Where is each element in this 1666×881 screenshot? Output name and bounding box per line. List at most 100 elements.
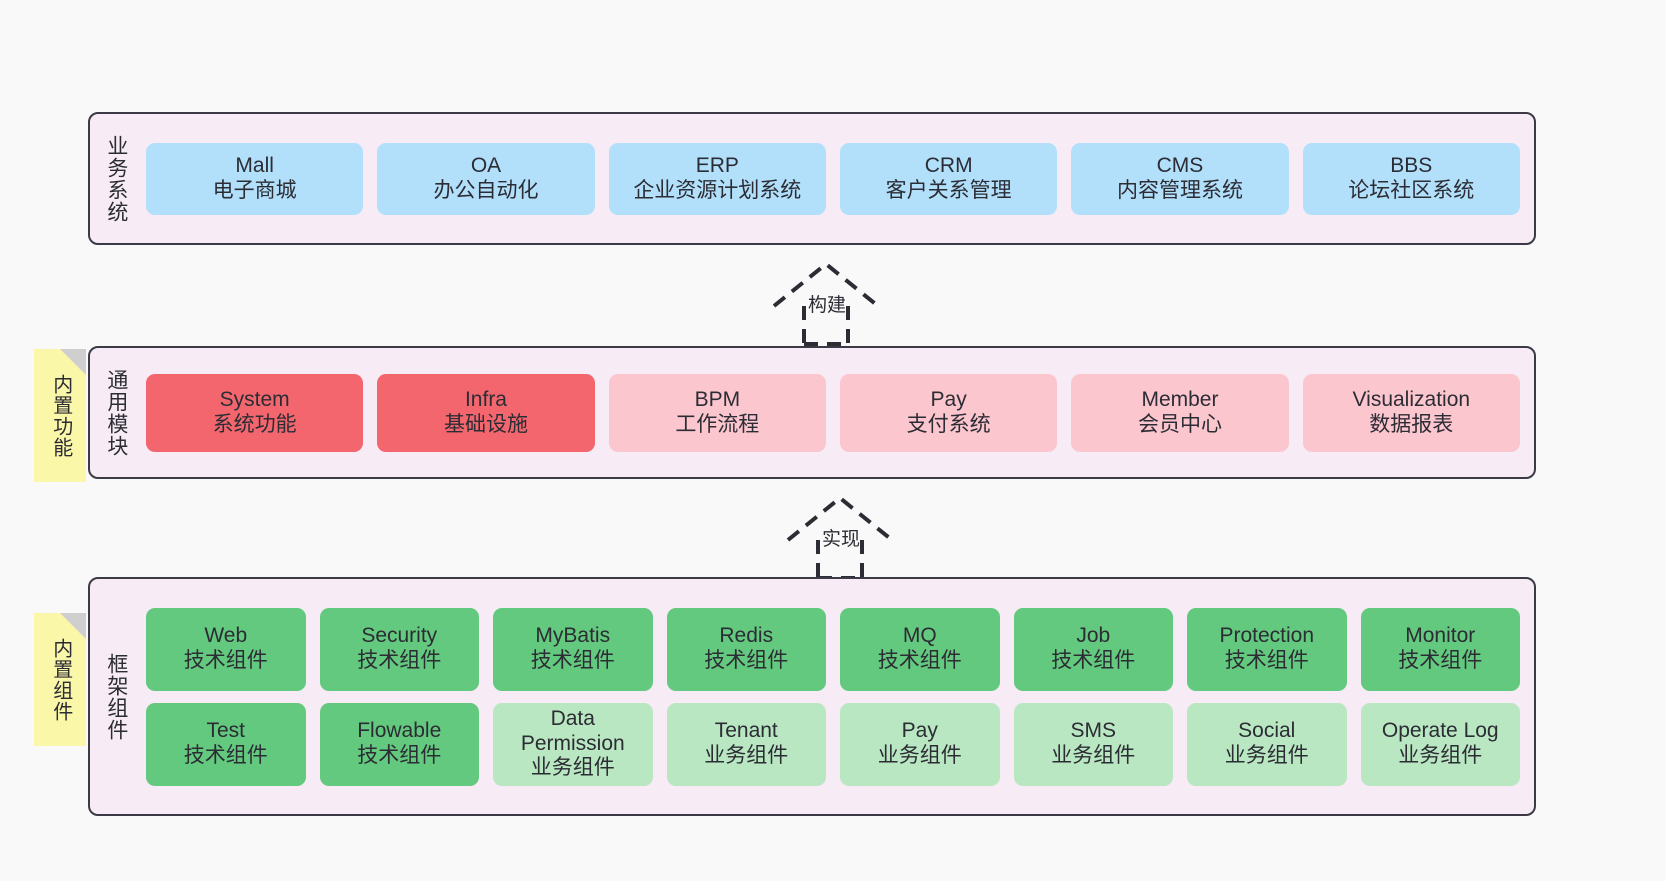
node-flowable[interactable]: Flowable 技术组件 bbox=[319, 702, 479, 786]
sticky-fold-icon bbox=[60, 613, 86, 639]
node-operate-log-desc: 业务组件 bbox=[1398, 744, 1483, 767]
node-web-desc: 技术组件 bbox=[183, 649, 268, 672]
node-member-desc: 会员中心 bbox=[1137, 412, 1222, 436]
node-monitor[interactable]: Monitor 技术组件 bbox=[1360, 607, 1520, 691]
business-system-row: Mall 电子商城 OA 办公自动化 ERP 企业资源计划系统 CRM 客户关系… bbox=[146, 142, 1520, 215]
node-pay-module[interactable]: Pay 支付系统 bbox=[839, 373, 1058, 452]
connector-implement: 实现 bbox=[770, 492, 930, 580]
node-pay-component[interactable]: Pay 业务组件 bbox=[840, 702, 1000, 786]
node-pay-component-name: Pay bbox=[901, 719, 938, 743]
node-pay-module-name: Pay bbox=[930, 387, 967, 411]
node-monitor-desc: 技术组件 bbox=[1398, 649, 1483, 672]
node-cms[interactable]: CMS 内容管理系统 bbox=[1071, 142, 1289, 215]
node-sms-desc: 业务组件 bbox=[1051, 744, 1136, 767]
node-pay-component-desc: 业务组件 bbox=[877, 744, 962, 767]
node-test-desc: 技术组件 bbox=[183, 744, 268, 767]
sticky-note-builtin-component-label: 内置组件 bbox=[49, 637, 72, 722]
node-bbs-name: BBS bbox=[1390, 153, 1433, 177]
node-oa-name: OA bbox=[470, 153, 502, 177]
node-oa[interactable]: OA 办公自动化 bbox=[377, 142, 595, 215]
layer-business-system-body: Mall 电子商城 OA 办公自动化 ERP 企业资源计划系统 CRM 客户关系… bbox=[142, 114, 1534, 243]
node-infra[interactable]: Infra 基础设施 bbox=[377, 373, 595, 452]
node-bpm-name: BPM bbox=[694, 387, 741, 411]
node-security[interactable]: Security 技术组件 bbox=[319, 607, 479, 691]
node-mq[interactable]: MQ 技术组件 bbox=[840, 607, 1000, 691]
node-sms[interactable]: SMS 业务组件 bbox=[1013, 702, 1173, 786]
node-data-permission[interactable]: Data Permission 业务组件 bbox=[493, 702, 653, 786]
node-security-desc: 技术组件 bbox=[357, 649, 442, 672]
framework-tech-row: Web 技术组件 Security 技术组件 MyBatis 技术组件 Redi… bbox=[146, 607, 1520, 691]
node-job-name: Job bbox=[1076, 624, 1111, 648]
node-visualization[interactable]: Visualization 数据报表 bbox=[1302, 373, 1520, 452]
node-mybatis-desc: 技术组件 bbox=[530, 649, 615, 672]
node-data-permission-desc: 业务组件 bbox=[530, 756, 615, 780]
node-social-name: Social bbox=[1238, 719, 1296, 743]
sticky-note-builtin-function: 内置功能 bbox=[34, 349, 86, 482]
sticky-fold-icon bbox=[60, 349, 86, 375]
node-protection[interactable]: Protection 技术组件 bbox=[1187, 607, 1347, 691]
connector-build: 构建 bbox=[756, 258, 916, 346]
node-social-desc: 业务组件 bbox=[1224, 744, 1309, 767]
node-test[interactable]: Test 技术组件 bbox=[146, 702, 306, 786]
node-monitor-name: Monitor bbox=[1405, 624, 1476, 648]
layer-framework-component-body: Web 技术组件 Security 技术组件 MyBatis 技术组件 Redi… bbox=[142, 579, 1534, 814]
node-bbs-desc: 论坛社区系统 bbox=[1348, 178, 1475, 202]
node-mall-desc: 电子商城 bbox=[212, 178, 297, 202]
node-job[interactable]: Job 技术组件 bbox=[1013, 607, 1173, 691]
node-security-name: Security bbox=[361, 624, 438, 648]
node-oa-desc: 办公自动化 bbox=[433, 178, 539, 202]
node-visualization-name: Visualization bbox=[1352, 387, 1471, 411]
node-sms-name: SMS bbox=[1070, 719, 1116, 743]
node-web-name: Web bbox=[204, 624, 248, 648]
node-erp-desc: 企业资源计划系统 bbox=[633, 178, 802, 202]
connector-implement-label: 实现 bbox=[822, 529, 861, 550]
layer-business-system-title: 业务系统 bbox=[104, 134, 128, 223]
framework-business-row: Test 技术组件 Flowable 技术组件 Data Permission … bbox=[146, 702, 1520, 786]
common-module-row: System 系统功能 Infra 基础设施 BPM 工作流程 Pay 支付系统… bbox=[146, 373, 1520, 452]
node-crm-desc: 客户关系管理 bbox=[885, 178, 1012, 202]
layer-business-system: 业务系统 Mall 电子商城 OA 办公自动化 ERP 企业资源计划系统 CRM bbox=[88, 112, 1536, 245]
node-mq-desc: 技术组件 bbox=[877, 649, 962, 672]
node-bpm-desc: 工作流程 bbox=[675, 412, 760, 436]
sticky-note-builtin-function-label: 内置功能 bbox=[49, 373, 72, 458]
node-test-name: Test bbox=[206, 719, 245, 743]
node-mall[interactable]: Mall 电子商城 bbox=[146, 142, 364, 215]
sticky-note-builtin-component: 内置组件 bbox=[34, 613, 86, 746]
node-mybatis[interactable]: MyBatis 技术组件 bbox=[493, 607, 653, 691]
layer-framework-component-title: 框架组件 bbox=[104, 652, 128, 741]
connector-build-label: 构建 bbox=[808, 295, 847, 316]
node-redis[interactable]: Redis 技术组件 bbox=[666, 607, 826, 691]
node-redis-name: Redis bbox=[719, 624, 774, 648]
node-crm[interactable]: CRM 客户关系管理 bbox=[839, 142, 1058, 215]
node-erp[interactable]: ERP 企业资源计划系统 bbox=[608, 142, 826, 215]
node-mall-name: Mall bbox=[235, 153, 274, 177]
layer-common-module: 通用模块 System 系统功能 Infra 基础设施 BPM 工作流程 Pay bbox=[88, 346, 1536, 479]
layer-common-module-title: 通用模块 bbox=[104, 368, 128, 457]
node-system[interactable]: System 系统功能 bbox=[146, 373, 364, 452]
node-tenant-name: Tenant bbox=[714, 719, 778, 743]
node-mybatis-name: MyBatis bbox=[535, 624, 611, 648]
node-system-name: System bbox=[219, 387, 290, 411]
node-tenant[interactable]: Tenant 业务组件 bbox=[666, 702, 826, 786]
node-member-name: Member bbox=[1141, 387, 1219, 411]
layer-common-module-body: System 系统功能 Infra 基础设施 BPM 工作流程 Pay 支付系统… bbox=[142, 348, 1534, 477]
node-infra-name: Infra bbox=[464, 387, 507, 411]
node-social[interactable]: Social 业务组件 bbox=[1187, 702, 1347, 786]
node-redis-desc: 技术组件 bbox=[704, 649, 789, 672]
node-cms-desc: 内容管理系统 bbox=[1116, 178, 1243, 202]
node-protection-desc: 技术组件 bbox=[1224, 649, 1309, 672]
node-flowable-desc: 技术组件 bbox=[357, 744, 442, 767]
node-bpm[interactable]: BPM 工作流程 bbox=[608, 373, 826, 452]
node-system-desc: 系统功能 bbox=[212, 412, 297, 436]
node-cms-name: CMS bbox=[1156, 153, 1204, 177]
node-flowable-name: Flowable bbox=[357, 719, 442, 743]
node-bbs[interactable]: BBS 论坛社区系统 bbox=[1302, 142, 1520, 215]
node-data-permission-name: Data Permission bbox=[520, 707, 625, 755]
node-erp-name: ERP bbox=[695, 153, 739, 177]
node-web[interactable]: Web 技术组件 bbox=[146, 607, 306, 691]
node-operate-log[interactable]: Operate Log 业务组件 bbox=[1360, 702, 1520, 786]
node-member[interactable]: Member 会员中心 bbox=[1071, 373, 1289, 452]
node-job-desc: 技术组件 bbox=[1051, 649, 1136, 672]
node-visualization-desc: 数据报表 bbox=[1369, 412, 1454, 436]
